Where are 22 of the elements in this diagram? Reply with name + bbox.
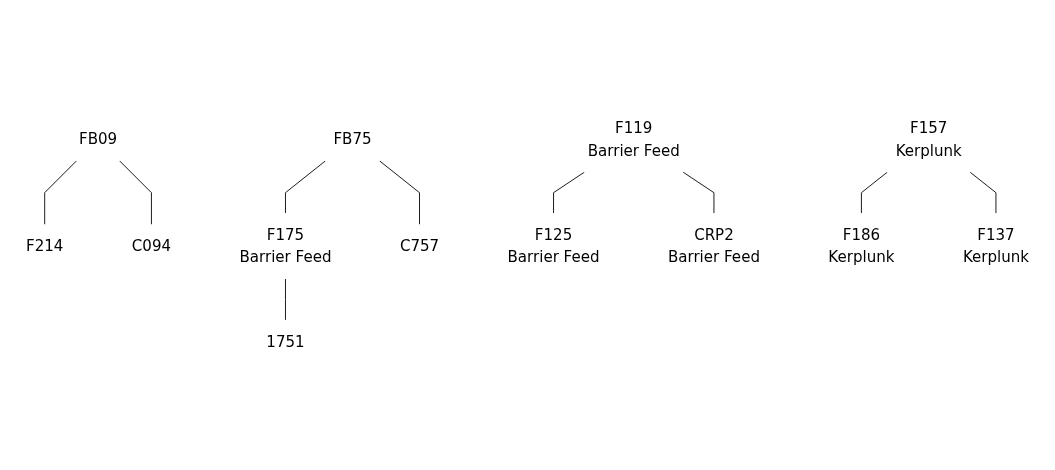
node-text: 1751	[266, 333, 305, 351]
node-text: F137 Kerplunk	[962, 226, 1029, 267]
connector	[682, 171, 715, 214]
node-text: F157 Kerplunk	[895, 119, 962, 160]
connector	[44, 160, 77, 226]
connector	[285, 160, 326, 214]
connector	[860, 171, 888, 214]
node-text: FB09	[78, 131, 118, 149]
node-text: C757	[399, 237, 440, 255]
node-text: C094	[131, 237, 172, 255]
node-text: FB75	[333, 131, 372, 149]
node-text: F125 Barrier Feed	[507, 226, 600, 267]
node-text: F214	[26, 237, 64, 255]
node-text: CRP2 Barrier Feed	[667, 226, 760, 267]
node-text: F186 Kerplunk	[828, 226, 895, 267]
node-text: F175 Barrier Feed	[239, 226, 332, 267]
connector	[553, 171, 585, 214]
node-text: F119 Barrier Feed	[587, 119, 680, 160]
connector	[969, 171, 997, 214]
connector	[379, 160, 420, 226]
connector	[119, 160, 152, 226]
connector	[285, 278, 286, 321]
